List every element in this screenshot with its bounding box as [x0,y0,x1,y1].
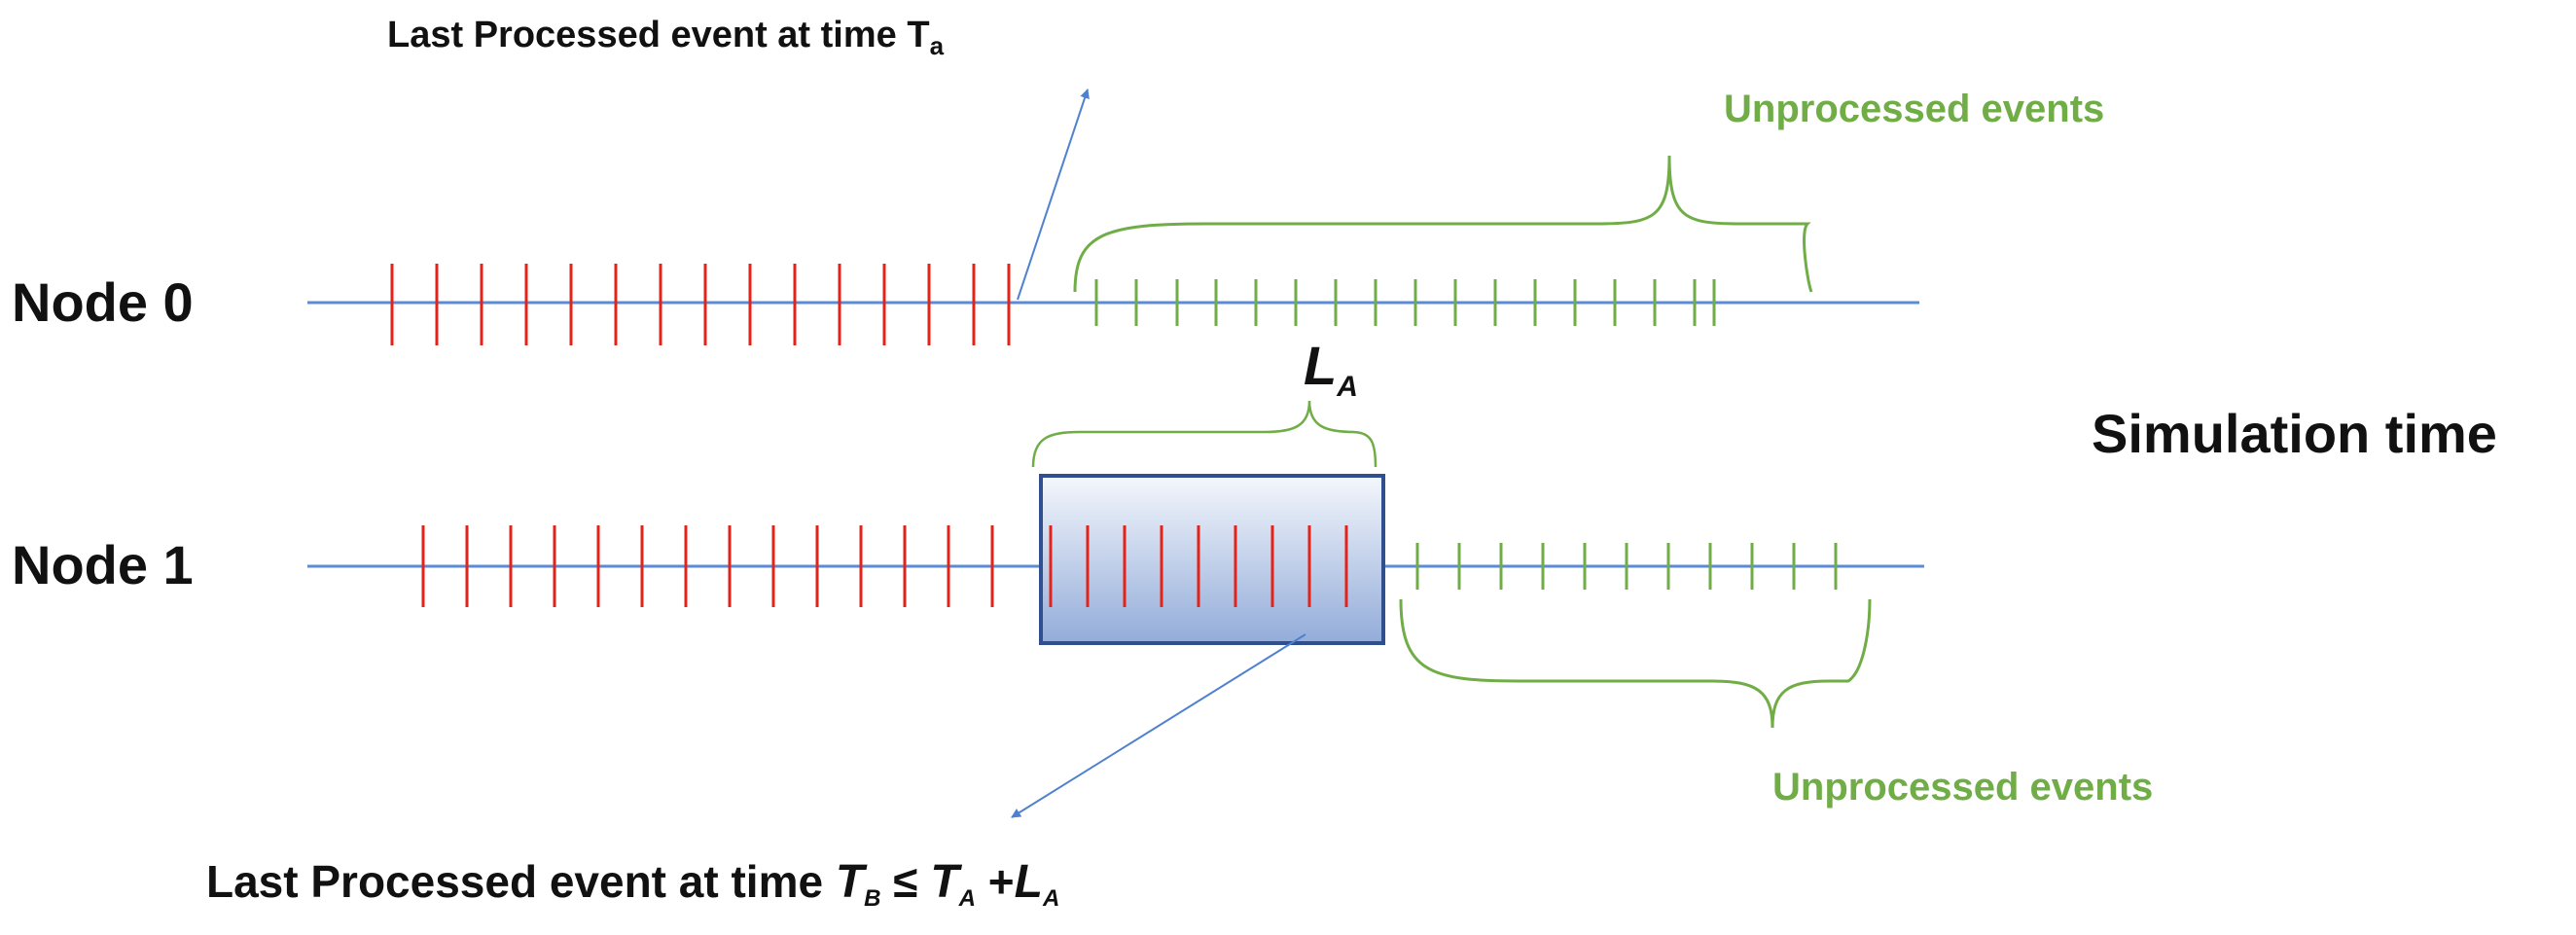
node-1-label: Node 1 [12,534,194,595]
unprocessed-bottom-brace [1399,598,1872,729]
arrow-down-left-icon [1011,633,1306,818]
bottom-la-main: L [1015,856,1043,908]
lookahead-window-box [1039,474,1385,645]
bottom-tb-main: T [836,856,868,908]
top-last-processed-subscript: a [930,31,945,60]
bottom-leq-symbol: ≤ [881,856,931,907]
node-1-processed-ticks [421,525,1348,607]
unprocessed-events-top-label: Unprocessed events [1724,88,2104,130]
top-last-processed-label: Last Processed event at time Ta [387,15,945,60]
node-0-unprocessed-ticks [1094,279,1716,326]
lookahead-main: L [1304,335,1337,396]
arrow-up-right-icon [1017,89,1090,301]
bottom-la-subscript: A [1042,885,1059,912]
node-0-processed-ticks [390,264,1011,345]
lookahead-subscript: A [1336,371,1358,403]
bottom-last-processed-label: Last Processed event at time TB ≤ TA +LA [206,856,1059,912]
bottom-plus-symbol: + [976,856,1015,907]
lookahead-label: LA [1304,335,1358,403]
unprocessed-top-brace [1073,155,1813,293]
simulation-time-label: Simulation time [2092,403,2497,464]
node-1-unprocessed-ticks [1415,543,1838,590]
lookahead-brace [1031,400,1377,468]
bottom-ta-subscript: A [958,885,976,912]
bottom-ta-main: T [930,856,962,908]
node-0-label: Node 0 [12,271,194,333]
unprocessed-events-bottom-label: Unprocessed events [1772,766,2153,809]
top-last-processed-text: Last Processed event at time T [387,15,930,55]
bottom-tb-subscript: B [864,885,880,912]
bottom-last-processed-text: Last Processed event at time [206,856,836,907]
